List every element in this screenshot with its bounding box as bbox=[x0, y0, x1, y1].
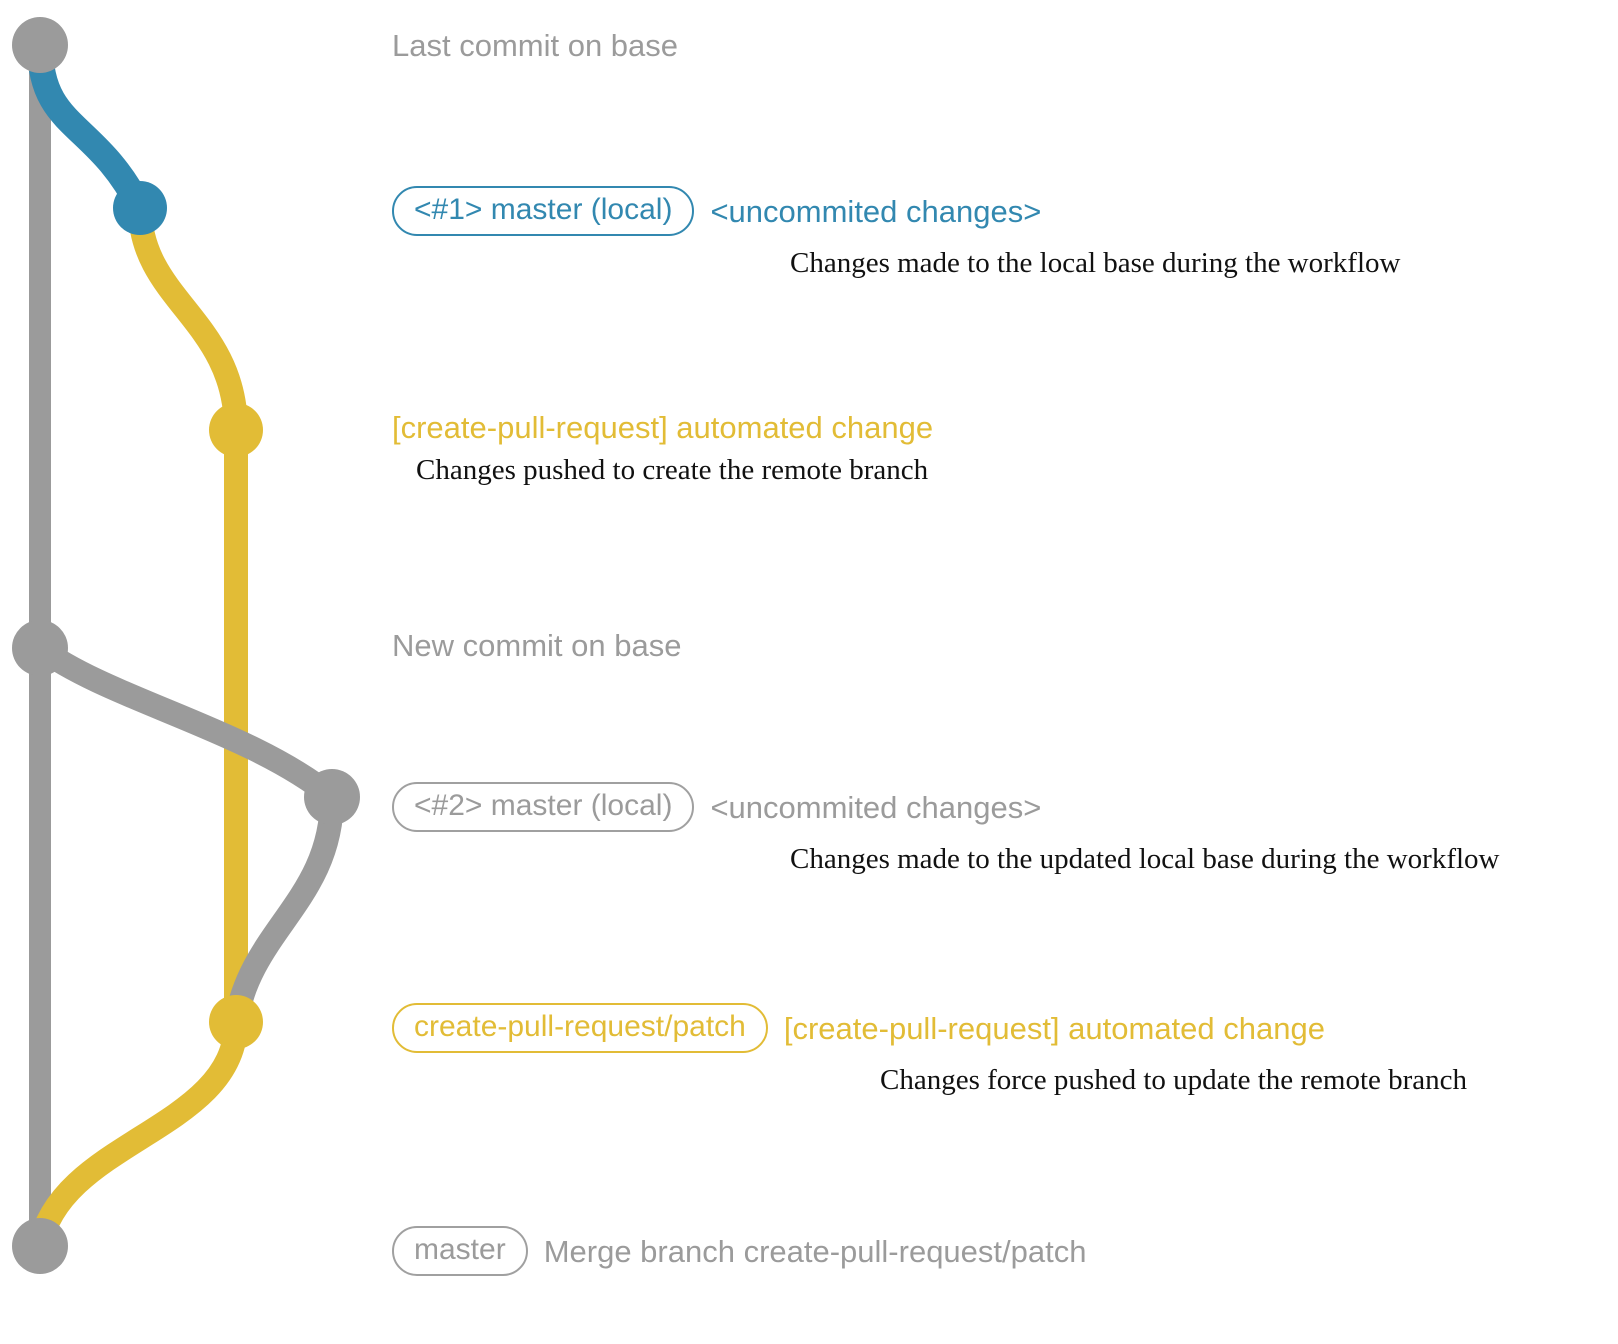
commit-node-automated-change-1[interactable] bbox=[209, 403, 263, 457]
commit-subject: <uncommited changes> bbox=[710, 789, 1042, 825]
commit-row-master-merge: master Merge branch create-pull-request/… bbox=[392, 1226, 1086, 1276]
commit-subject: New commit on base bbox=[392, 628, 682, 663]
commit-node-base-last[interactable] bbox=[12, 17, 68, 73]
branch-badge-master-local-2[interactable]: <#2> master (local) bbox=[392, 782, 695, 832]
branch-line-patch-upper bbox=[128, 196, 248, 442]
commit-node-automated-change-2[interactable] bbox=[209, 995, 263, 1049]
commit-graph-canvas bbox=[12, 17, 360, 1274]
commit-row-main: <#1> master (local) <uncommited changes> bbox=[392, 186, 1400, 236]
commit-row-master-local-1: <#1> master (local) <uncommited changes>… bbox=[392, 186, 1400, 280]
commit-node-master-local-2[interactable] bbox=[304, 769, 360, 825]
branch-line-patch-merge bbox=[28, 1010, 248, 1258]
commit-row-base-new: New commit on base bbox=[392, 630, 681, 661]
commit-description: Changes force pushed to update the remot… bbox=[880, 1064, 1468, 1096]
commit-row-main: [create-pull-request] automated change bbox=[392, 412, 933, 443]
branch-badge-master[interactable]: master bbox=[392, 1226, 528, 1276]
branch-line-local-2-in bbox=[224, 785, 344, 1034]
branch-badge-create-pull-request-patch[interactable]: create-pull-request/patch bbox=[392, 1003, 768, 1053]
commit-row-automated-change-1: [create-pull-request] automated change C… bbox=[392, 412, 933, 487]
commit-row-automated-change-2: create-pull-request/patch [create-pull-r… bbox=[392, 1003, 1467, 1097]
commit-subject: [create-pull-request] automated change bbox=[783, 1010, 1325, 1046]
commit-row-main: <#2> master (local) <uncommited changes> bbox=[392, 782, 1500, 832]
commit-node-master-merge[interactable] bbox=[12, 1218, 68, 1274]
commit-row-master-local-2: <#2> master (local) <uncommited changes>… bbox=[392, 782, 1500, 876]
commit-subject: Last commit on base bbox=[392, 28, 679, 63]
commit-row-main: create-pull-request/patch [create-pull-r… bbox=[392, 1003, 1467, 1053]
commit-row-main: Last commit on base bbox=[392, 30, 678, 61]
commit-description: Changes made to the local base during th… bbox=[790, 247, 1401, 279]
branch-badge-master-local-1[interactable]: <#1> master (local) bbox=[392, 186, 695, 236]
commit-node-base-new[interactable] bbox=[12, 620, 68, 676]
commit-subject: <uncommited changes> bbox=[710, 193, 1042, 229]
commit-row-main: master Merge branch create-pull-request/… bbox=[392, 1226, 1086, 1276]
commit-subject: Merge branch create-pull-request/patch bbox=[543, 1233, 1087, 1269]
commit-node-master-local-1[interactable] bbox=[113, 181, 167, 235]
branch-line-local-2-out bbox=[28, 636, 344, 809]
commit-row-base-last: Last commit on base bbox=[392, 30, 678, 61]
commit-description: Changes made to the updated local base d… bbox=[790, 843, 1500, 875]
commit-description: Changes pushed to create the remote bran… bbox=[416, 454, 929, 486]
commit-row-main: New commit on base bbox=[392, 630, 681, 661]
commit-subject: [create-pull-request] automated change bbox=[392, 410, 934, 445]
